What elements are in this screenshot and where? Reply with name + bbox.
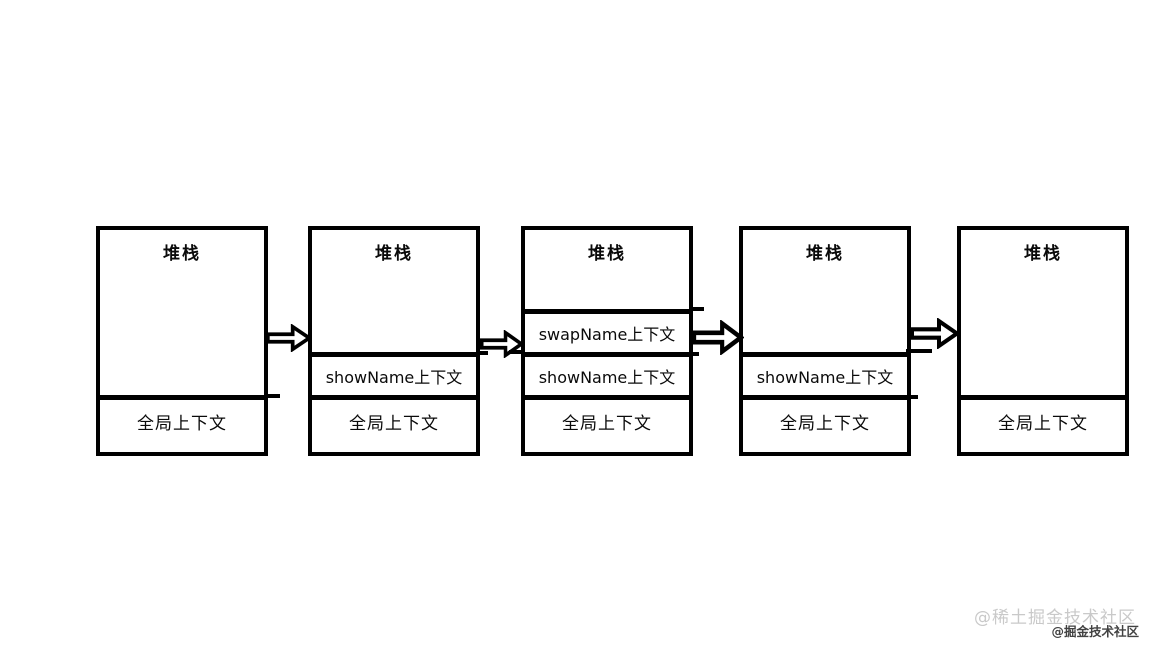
stack-box-4: 堆栈 showName上下文 全局上下文 xyxy=(739,226,911,456)
divider-overshoot xyxy=(478,351,488,355)
divider-overshoot xyxy=(509,350,523,354)
stack-box-5: 堆栈 全局上下文 xyxy=(957,226,1129,456)
cell-label: 全局上下文 xyxy=(998,414,1088,434)
right-arrow-icon xyxy=(910,318,960,349)
cell-label: showName上下文 xyxy=(756,368,894,387)
cell-global-context: 全局上下文 xyxy=(100,395,264,452)
divider-overshoot xyxy=(266,394,280,398)
cell-swapname-context: swapName上下文 xyxy=(525,309,689,352)
stack-box-3: 堆栈 swapName上下文 showName上下文 全局上下文 xyxy=(521,226,693,456)
cell-global-context: 全局上下文 xyxy=(743,395,907,452)
cell-showname-context: showName上下文 xyxy=(743,352,907,395)
cell-showname-context: showName上下文 xyxy=(312,352,476,395)
divider-overshoot xyxy=(690,352,699,356)
right-arrow-icon xyxy=(692,320,744,355)
watermark-secondary: @掘金技术社区 xyxy=(1051,624,1139,639)
cell-label: 全局上下文 xyxy=(349,414,439,434)
cell-showname-context: showName上下文 xyxy=(525,352,689,395)
cell-label: swapName上下文 xyxy=(538,325,676,344)
cell-global-context: 全局上下文 xyxy=(961,395,1125,452)
cell-global-context: 全局上下文 xyxy=(312,395,476,452)
stack-box-2: 堆栈 showName上下文 全局上下文 xyxy=(308,226,480,456)
cell-label: 全局上下文 xyxy=(137,414,227,434)
cell-global-context: 全局上下文 xyxy=(525,395,689,452)
cell-label: 全局上下文 xyxy=(562,414,652,434)
right-arrow-icon xyxy=(480,330,524,358)
stack-title: 堆栈 xyxy=(588,244,626,264)
cell-label: 全局上下文 xyxy=(780,414,870,434)
stack-box-1: 堆栈 全局上下文 xyxy=(96,226,268,456)
cell-label: showName上下文 xyxy=(538,368,676,387)
stack-title: 堆栈 xyxy=(375,244,413,264)
stack-title: 堆栈 xyxy=(163,244,201,264)
divider-overshoot xyxy=(690,307,704,311)
stack-title: 堆栈 xyxy=(806,244,844,264)
divider-overshoot xyxy=(906,349,932,353)
cell-label: showName上下文 xyxy=(325,368,463,387)
watermark-primary: @稀土掘金技术社区 xyxy=(974,608,1136,628)
stack-title: 堆栈 xyxy=(1024,244,1062,264)
divider-overshoot xyxy=(908,395,918,399)
right-arrow-icon xyxy=(266,324,312,352)
